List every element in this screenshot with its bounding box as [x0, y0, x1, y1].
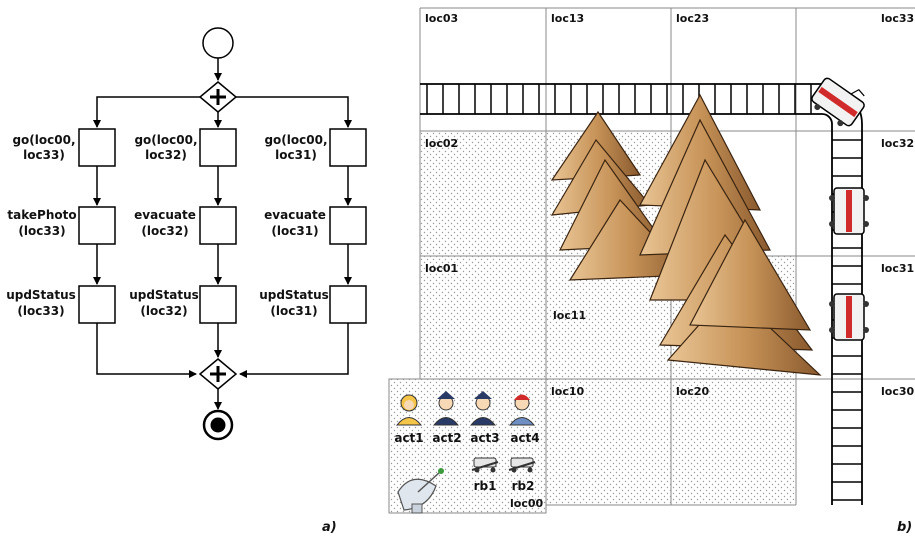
- task-box: [329, 206, 367, 245]
- loc20-label: loc20: [676, 385, 710, 398]
- caption-b: b): [897, 520, 912, 535]
- actor-label: act1: [394, 431, 423, 445]
- task-label: takePhoto: [7, 208, 76, 222]
- location-map: act1 act2 act3 act4 rb1 rb2 loc03 loc13 …: [388, 7, 915, 535]
- task-label: loc31): [275, 148, 317, 162]
- actor-label: act2: [432, 431, 461, 445]
- task-label: loc32): [145, 148, 187, 162]
- actor-label: act3: [470, 431, 499, 445]
- task-label: (loc31): [270, 304, 317, 318]
- task-box: [199, 285, 237, 324]
- task-label: evacuate: [264, 208, 326, 222]
- task-label: (loc32): [141, 224, 188, 238]
- task-box: [78, 128, 116, 167]
- loc02-label: loc02: [425, 137, 458, 150]
- task-label: (loc31): [271, 224, 318, 238]
- task-box: [78, 285, 116, 324]
- train-car-icon: [811, 77, 865, 127]
- task-label: updStatus: [259, 288, 329, 302]
- loc13-label: loc13: [551, 12, 584, 25]
- task-box: [78, 206, 116, 245]
- firefighter-icon: [395, 394, 423, 426]
- loc03-label: loc03: [425, 12, 458, 25]
- robot-label: rb2: [512, 479, 535, 493]
- start-node: [202, 27, 234, 59]
- task-box: [329, 285, 367, 324]
- workflow-diagram: go(loc00, loc33) takePhoto (loc33) updSt…: [6, 27, 367, 535]
- train-car-icon: [829, 293, 869, 341]
- robot-icon: [508, 457, 536, 473]
- robot-label: rb1: [474, 479, 497, 493]
- actor-label: act4: [510, 431, 539, 445]
- task-label: updStatus: [6, 288, 76, 302]
- loc00-label: loc00: [510, 497, 544, 510]
- task-label: go(loc00,: [12, 133, 75, 147]
- loc30-label: loc30: [881, 385, 915, 398]
- task-box: [329, 128, 367, 167]
- satellite-dish-icon: [397, 468, 444, 514]
- fork-gateway: [198, 81, 238, 113]
- robot-icon: [471, 457, 499, 473]
- join-gateway: [198, 358, 238, 390]
- police-officer-icon: [432, 391, 460, 426]
- worker-icon: [508, 394, 536, 426]
- task-label: (loc33): [18, 224, 65, 238]
- loc10-label: loc10: [551, 385, 585, 398]
- task-box: [199, 128, 237, 167]
- task-label: go(loc00,: [134, 133, 197, 147]
- mountains-icon: [550, 93, 822, 376]
- police-officer-icon: [469, 391, 497, 426]
- task-label: go(loc00,: [264, 133, 327, 147]
- end-node: [202, 409, 234, 441]
- loc01-label: loc01: [425, 262, 458, 275]
- task-label: loc33): [23, 148, 65, 162]
- caption-a: a): [322, 520, 337, 535]
- task-label: updStatus: [129, 288, 199, 302]
- task-label: evacuate: [134, 208, 196, 222]
- task-label: (loc32): [140, 304, 187, 318]
- loc32-label: loc32: [881, 137, 914, 150]
- task-box: [199, 206, 237, 245]
- loc11-label: loc11: [553, 309, 586, 322]
- loc31-label: loc31: [881, 262, 914, 275]
- train-car-icon: [829, 187, 869, 235]
- task-label: (loc33): [17, 304, 64, 318]
- loc23-label: loc23: [676, 12, 709, 25]
- loc33-label: loc33: [881, 12, 914, 25]
